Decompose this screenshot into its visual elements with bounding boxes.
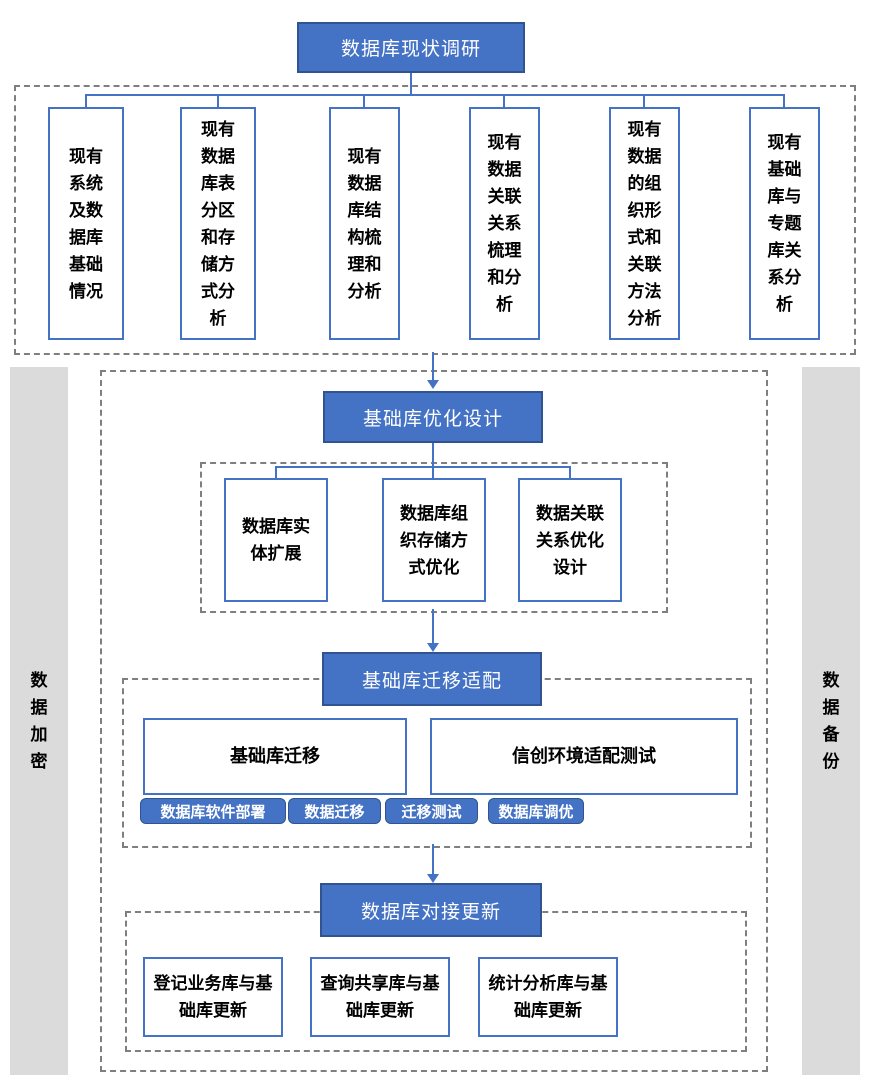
phase4-item-2: 查询共享库与基础库更新 — [310, 957, 450, 1037]
connector-stub-opt1 — [275, 466, 277, 478]
phase1-item-1: 现有系统及数据库基础情况 — [48, 107, 124, 340]
arrow-down-icon-2 — [427, 643, 439, 652]
connector-header1-down — [410, 73, 412, 95]
phase1-item-3-label: 现有数据库结构梳理和分析 — [347, 146, 382, 301]
phase4-item-1-label: 登记业务库与基础库更新 — [153, 974, 273, 1020]
phase4-header: 数据库对接更新 — [320, 883, 542, 937]
phase1-item-2: 现有数据库表分区和存储方式分析 — [180, 107, 256, 340]
connector-stub-item5 — [643, 94, 645, 108]
phase3-chip-2-label: 数据迁移 — [304, 803, 365, 821]
sidebar-data-encryption: 数据加密 — [10, 367, 68, 1075]
connector-phase2-horizontal — [275, 466, 571, 468]
phase3-chip-1: 数据库软件部署 — [140, 798, 286, 824]
phase3-chip-2: 数据迁移 — [288, 798, 381, 824]
phase1-item-3: 现有数据库结构梳理和分析 — [329, 107, 400, 340]
phase3-chip-3-label: 迁移测试 — [401, 803, 462, 821]
connector-stub-opt3 — [569, 466, 571, 478]
sidebar-left-label: 数据加密 — [30, 671, 48, 771]
phase3-item-2-label: 信创环境适配测试 — [512, 746, 656, 766]
phase3-chip-1-label: 数据库软件部署 — [160, 803, 266, 821]
phase3-item-2: 信创环境适配测试 — [430, 718, 738, 795]
phase1-item-4-label: 现有数据关联关系梳理和分析 — [487, 133, 522, 314]
phase2-item-1-label: 数据库实体扩展 — [242, 517, 310, 563]
phase1-item-2-label: 现有数据库表分区和存储方式分析 — [201, 119, 235, 328]
phase2-title: 基础库优化设计 — [362, 408, 503, 430]
phase1-header: 数据库现状调研 — [297, 22, 525, 73]
phase1-item-1-label: 现有系统及数据库基础情况 — [69, 146, 103, 301]
phase3-chip-4-label: 数据库调优 — [498, 803, 574, 821]
arrow-down-icon-1 — [427, 380, 439, 389]
connector-phase1-horizontal — [85, 94, 785, 96]
phase4-item-3: 统计分析库与基础库更新 — [478, 957, 618, 1037]
connector-stub-item1 — [85, 94, 87, 108]
connector-phase1-phase2 — [432, 352, 434, 381]
phase1-title: 数据库现状调研 — [340, 39, 481, 60]
phase2-item-2: 数据库组织存储方式优化 — [382, 478, 486, 602]
phase2-group-frame — [200, 462, 668, 613]
phase2-header: 基础库优化设计 — [323, 391, 543, 443]
phase1-item-6: 现有基础库与专题库关系分析 — [749, 107, 820, 340]
connector-phase2-phase3 — [432, 609, 434, 644]
sidebar-data-backup: 数据备份 — [802, 367, 860, 1075]
phase4-item-3-label: 统计分析库与基础库更新 — [488, 974, 608, 1020]
phase4-item-2-label: 查询共享库与基础库更新 — [320, 974, 440, 1020]
sidebar-right-label: 数据备份 — [822, 671, 840, 771]
phase1-item-5: 现有数据的组织形式和关联方法分析 — [609, 107, 680, 340]
connector-phase3-phase4 — [432, 844, 434, 875]
phase4-title: 数据库对接更新 — [360, 901, 501, 923]
phase3-title: 基础库迁移适配 — [361, 670, 502, 692]
phase3-item-1-label: 基础库迁移 — [230, 746, 320, 766]
connector-stub-item3 — [363, 94, 365, 108]
phase1-item-5-label: 现有数据的组织形式和关联方法分析 — [627, 119, 662, 328]
phase3-item-1: 基础库迁移 — [143, 718, 407, 795]
arrow-down-icon-3 — [427, 874, 439, 883]
connector-stub-item6 — [783, 94, 785, 108]
phase3-chip-3: 迁移测试 — [385, 798, 478, 824]
phase1-item-6-label: 现有基础库与专题库关系分析 — [767, 133, 802, 314]
connector-stub-item4 — [503, 94, 505, 108]
connector-stub-item2 — [217, 94, 219, 108]
outer-group-frame — [100, 370, 768, 1072]
phase4-item-1: 登记业务库与基础库更新 — [143, 957, 283, 1037]
connector-header2-down — [432, 443, 434, 478]
phase1-group-frame — [14, 85, 856, 355]
phase2-item-2-label: 数据库组织存储方式优化 — [400, 503, 468, 577]
phase3-chip-4: 数据库调优 — [488, 798, 584, 824]
phase2-item-3-label: 数据关联关系优化设计 — [536, 503, 604, 577]
phase2-item-3: 数据关联关系优化设计 — [518, 478, 622, 602]
phase3-header: 基础库迁移适配 — [322, 652, 542, 706]
phase2-item-1: 数据库实体扩展 — [224, 478, 328, 602]
phase1-item-4: 现有数据关联关系梳理和分析 — [469, 107, 540, 340]
